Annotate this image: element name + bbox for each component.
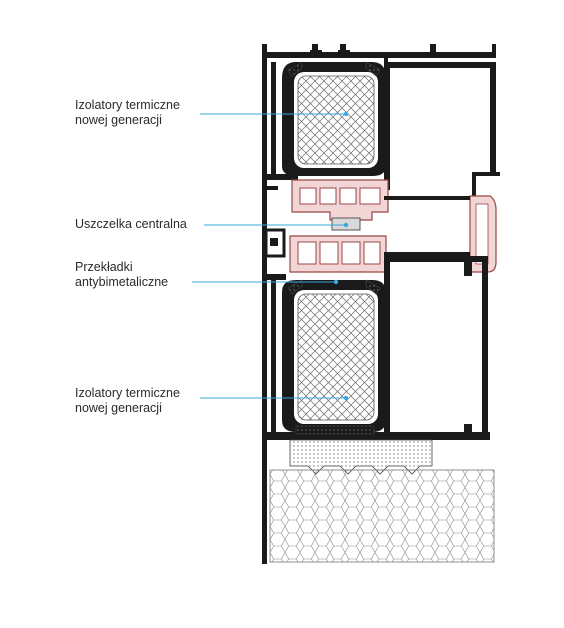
- threshold-insulator: [289, 439, 433, 475]
- lower-glass-unit: [282, 279, 386, 435]
- upper-sash-profile: [265, 44, 500, 196]
- upper-glass-unit: [282, 61, 386, 176]
- leader-lines: [192, 113, 346, 399]
- leader-dot-insulators-top: [343, 111, 349, 117]
- label-central-gasket: Uszczelka centralna: [75, 217, 187, 232]
- label-insulators-bottom-line2: nowej generacji: [75, 401, 162, 415]
- label-insulators-top-line2: nowej generacji: [75, 113, 162, 127]
- honeycomb-filler: [269, 469, 495, 563]
- frame-outer-wall: [262, 44, 267, 564]
- leader-dot-spacers: [333, 279, 339, 285]
- leader-dot-insulators-bottom: [343, 395, 349, 401]
- leader-dot-central-gasket: [343, 222, 349, 228]
- label-spacers-line2: antybimetaliczne: [75, 275, 169, 289]
- label-central-gasket-text: Uszczelka centralna: [75, 217, 187, 231]
- label-insulators-top-line1: Izolatory termiczne: [75, 98, 180, 112]
- label-spacers-line1: Przekładki: [75, 260, 133, 274]
- central-insulator-zone: [264, 179, 497, 276]
- label-insulators-top: Izolatory termiczne nowej generacji: [75, 98, 180, 128]
- label-insulators-bottom: Izolatory termiczne nowej generacji: [75, 386, 180, 416]
- label-spacers: Przekładki antybimetaliczne: [75, 260, 168, 290]
- label-insulators-bottom-line1: Izolatory termiczne: [75, 386, 180, 400]
